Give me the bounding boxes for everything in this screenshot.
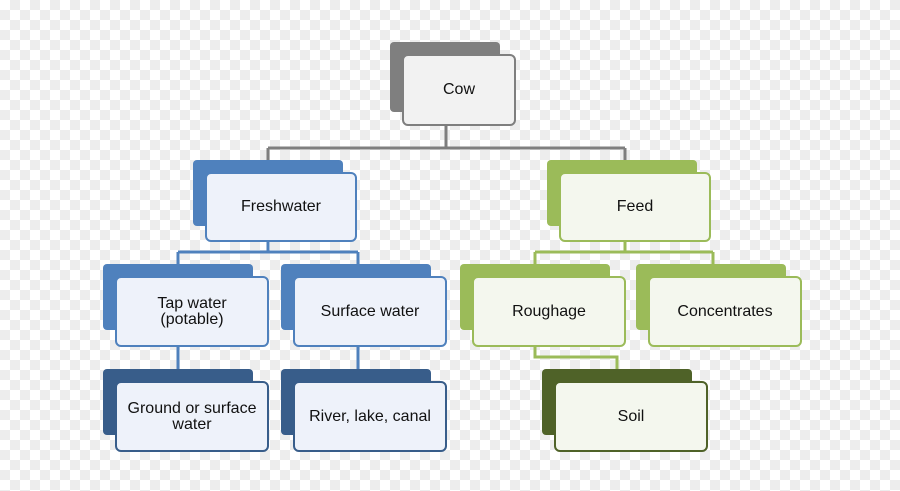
node-concentrates: Concentrates — [636, 264, 804, 349]
node-river-lake-canal: River, lake, canal — [281, 369, 449, 454]
node-surface-water: Surface water — [281, 264, 449, 349]
node-freshwater-label: Freshwater — [240, 198, 322, 215]
connector-roughage-soil — [533, 347, 619, 369]
connector-feed-children — [533, 242, 715, 264]
node-soil-label: Soil — [617, 407, 645, 425]
node-cow: Cow — [390, 42, 520, 128]
node-roughage: Roughage — [460, 264, 628, 349]
node-roughage-label: Roughage — [512, 302, 586, 320]
node-ground-or-surface-water-label: Ground or surface water — [127, 399, 257, 433]
connector-cow-children — [266, 126, 627, 160]
node-river-lake-canal-label: River, lake, canal — [309, 407, 431, 425]
node-soil: Soil — [542, 369, 710, 454]
node-concentrates-label: Concentrates — [677, 302, 773, 320]
node-freshwater: Freshwater — [193, 160, 363, 244]
node-surface-water-label: Surface water — [320, 302, 420, 320]
node-tap-water-label: Tap water (potable) — [157, 294, 227, 328]
node-tap-water: Tap water (potable) — [103, 264, 271, 349]
node-feed-label: Feed — [616, 198, 654, 215]
node-cow-label: Cow — [442, 81, 475, 98]
node-ground-or-surface-water: Ground or surface water — [103, 369, 271, 454]
connector-freshwater-children — [176, 242, 360, 264]
node-feed: Feed — [547, 160, 717, 244]
